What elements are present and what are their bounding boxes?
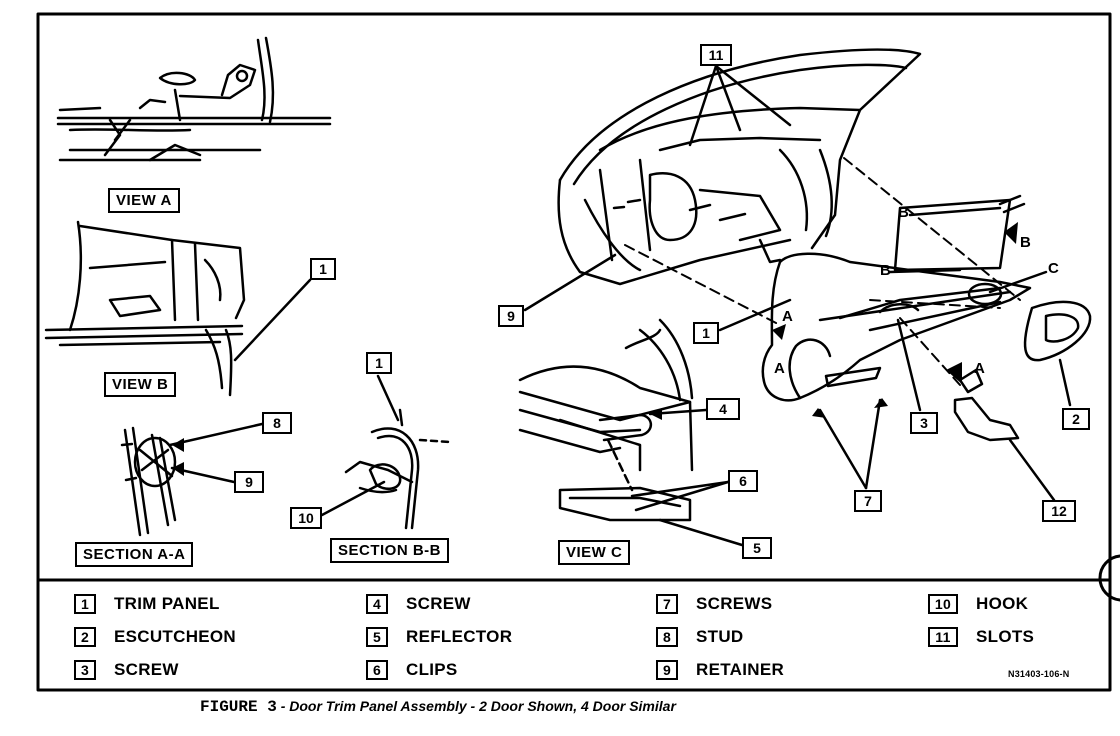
legend-item: 7 SCREWS: [656, 594, 772, 614]
section-letter-a: A: [782, 308, 793, 325]
callout-8: 8: [262, 412, 292, 434]
view-a-sketch: [56, 36, 332, 162]
legend-text: TRIM PANEL: [114, 594, 220, 613]
section-bb-label: SECTION B-B: [330, 538, 449, 563]
section-bb-sketch: [344, 408, 452, 530]
legend-text: SCREW: [406, 594, 471, 613]
legend-item: 1 TRIM PANEL: [74, 594, 220, 614]
legend-number: 8: [656, 627, 678, 647]
view-c-sketch: [518, 318, 694, 522]
leader-lines: [168, 64, 1072, 547]
callout-5: 5: [742, 537, 772, 559]
callout-6: 6: [728, 470, 758, 492]
legend-item: 9 RETAINER: [656, 660, 784, 680]
legend-number: 6: [366, 660, 388, 680]
callout-12: 12: [1042, 500, 1076, 522]
legend-text: ESCUTCHEON: [114, 627, 237, 646]
escutcheon-sketch: [1023, 300, 1092, 362]
section-letter-b: B: [898, 204, 909, 221]
view-b-label: VIEW B: [104, 372, 177, 397]
legend-item: 11 SLOTS: [928, 627, 1034, 647]
callout-4: 4: [706, 398, 740, 420]
section-aa-label: SECTION A-A: [75, 542, 194, 567]
callout-1: 1: [693, 322, 719, 344]
legend-text: SLOTS: [976, 627, 1035, 646]
legend-text: SCREWS: [696, 594, 773, 613]
alignment-lines: [624, 157, 1021, 386]
arrow-markers: [172, 222, 1018, 476]
legend-number: 9: [656, 660, 678, 680]
callout-1: 1: [310, 258, 336, 280]
legend-number: 5: [366, 627, 388, 647]
figure-title: - Door Trim Panel Assembly - 2 Door Show…: [276, 698, 676, 714]
legend-item: 2 ESCUTCHEON: [74, 627, 236, 647]
legend-item: 4 SCREW: [366, 594, 471, 614]
figure-number: FIGURE 3: [200, 698, 277, 716]
legend-text: SCREW: [114, 660, 179, 679]
legend-item: 6 CLIPS: [366, 660, 458, 680]
callout-2: 2: [1062, 408, 1090, 430]
legend-number: 10: [928, 594, 958, 614]
view-a-label: VIEW A: [108, 188, 180, 213]
legend-number: 3: [74, 660, 96, 680]
section-letter-b: B: [1020, 234, 1031, 251]
pull-cup-sketch: [953, 368, 1020, 442]
view-c-label: VIEW C: [558, 540, 631, 565]
trim-panel-sketch: [761, 194, 1032, 402]
legend-item: 10 HOOK: [928, 594, 1028, 614]
door-frame-sketch: [557, 48, 922, 286]
figure-frame: [36, 12, 1112, 692]
legend-number: 11: [928, 627, 958, 647]
legend-number: 7: [656, 594, 678, 614]
legend-text: REFLECTOR: [406, 627, 513, 646]
legend-number: 1: [74, 594, 96, 614]
callout-3: 3: [910, 412, 938, 434]
legend-text: RETAINER: [696, 660, 785, 679]
section-letter-c: C: [1048, 260, 1059, 277]
legend-text: STUD: [696, 627, 744, 646]
legend-item: 8 STUD: [656, 627, 743, 647]
section-aa-sketch: [120, 426, 177, 537]
legend-number: 4: [366, 594, 388, 614]
callout-9: 9: [498, 305, 524, 327]
legend-number: 2: [74, 627, 96, 647]
callout-11: 11: [700, 44, 732, 66]
legend-item: 3 SCREW: [74, 660, 179, 680]
legend-item: 5 REFLECTOR: [366, 627, 512, 647]
section-letter-a: A: [774, 360, 785, 377]
drawing-code: N31403-106-N: [1008, 669, 1070, 679]
section-letter-a: A: [974, 360, 985, 377]
callout-9: 9: [234, 471, 264, 493]
figure-caption: FIGURE 3 - Door Trim Panel Assembly - 2 …: [200, 698, 676, 716]
binder-hole: [1098, 554, 1120, 602]
callout-10: 10: [290, 507, 322, 529]
callout-7: 7: [854, 490, 882, 512]
legend-text: CLIPS: [406, 660, 458, 679]
view-b-sketch: [44, 220, 246, 397]
callout-1: 1: [366, 352, 392, 374]
legend-text: HOOK: [976, 594, 1029, 613]
section-letter-b: B: [880, 262, 891, 279]
